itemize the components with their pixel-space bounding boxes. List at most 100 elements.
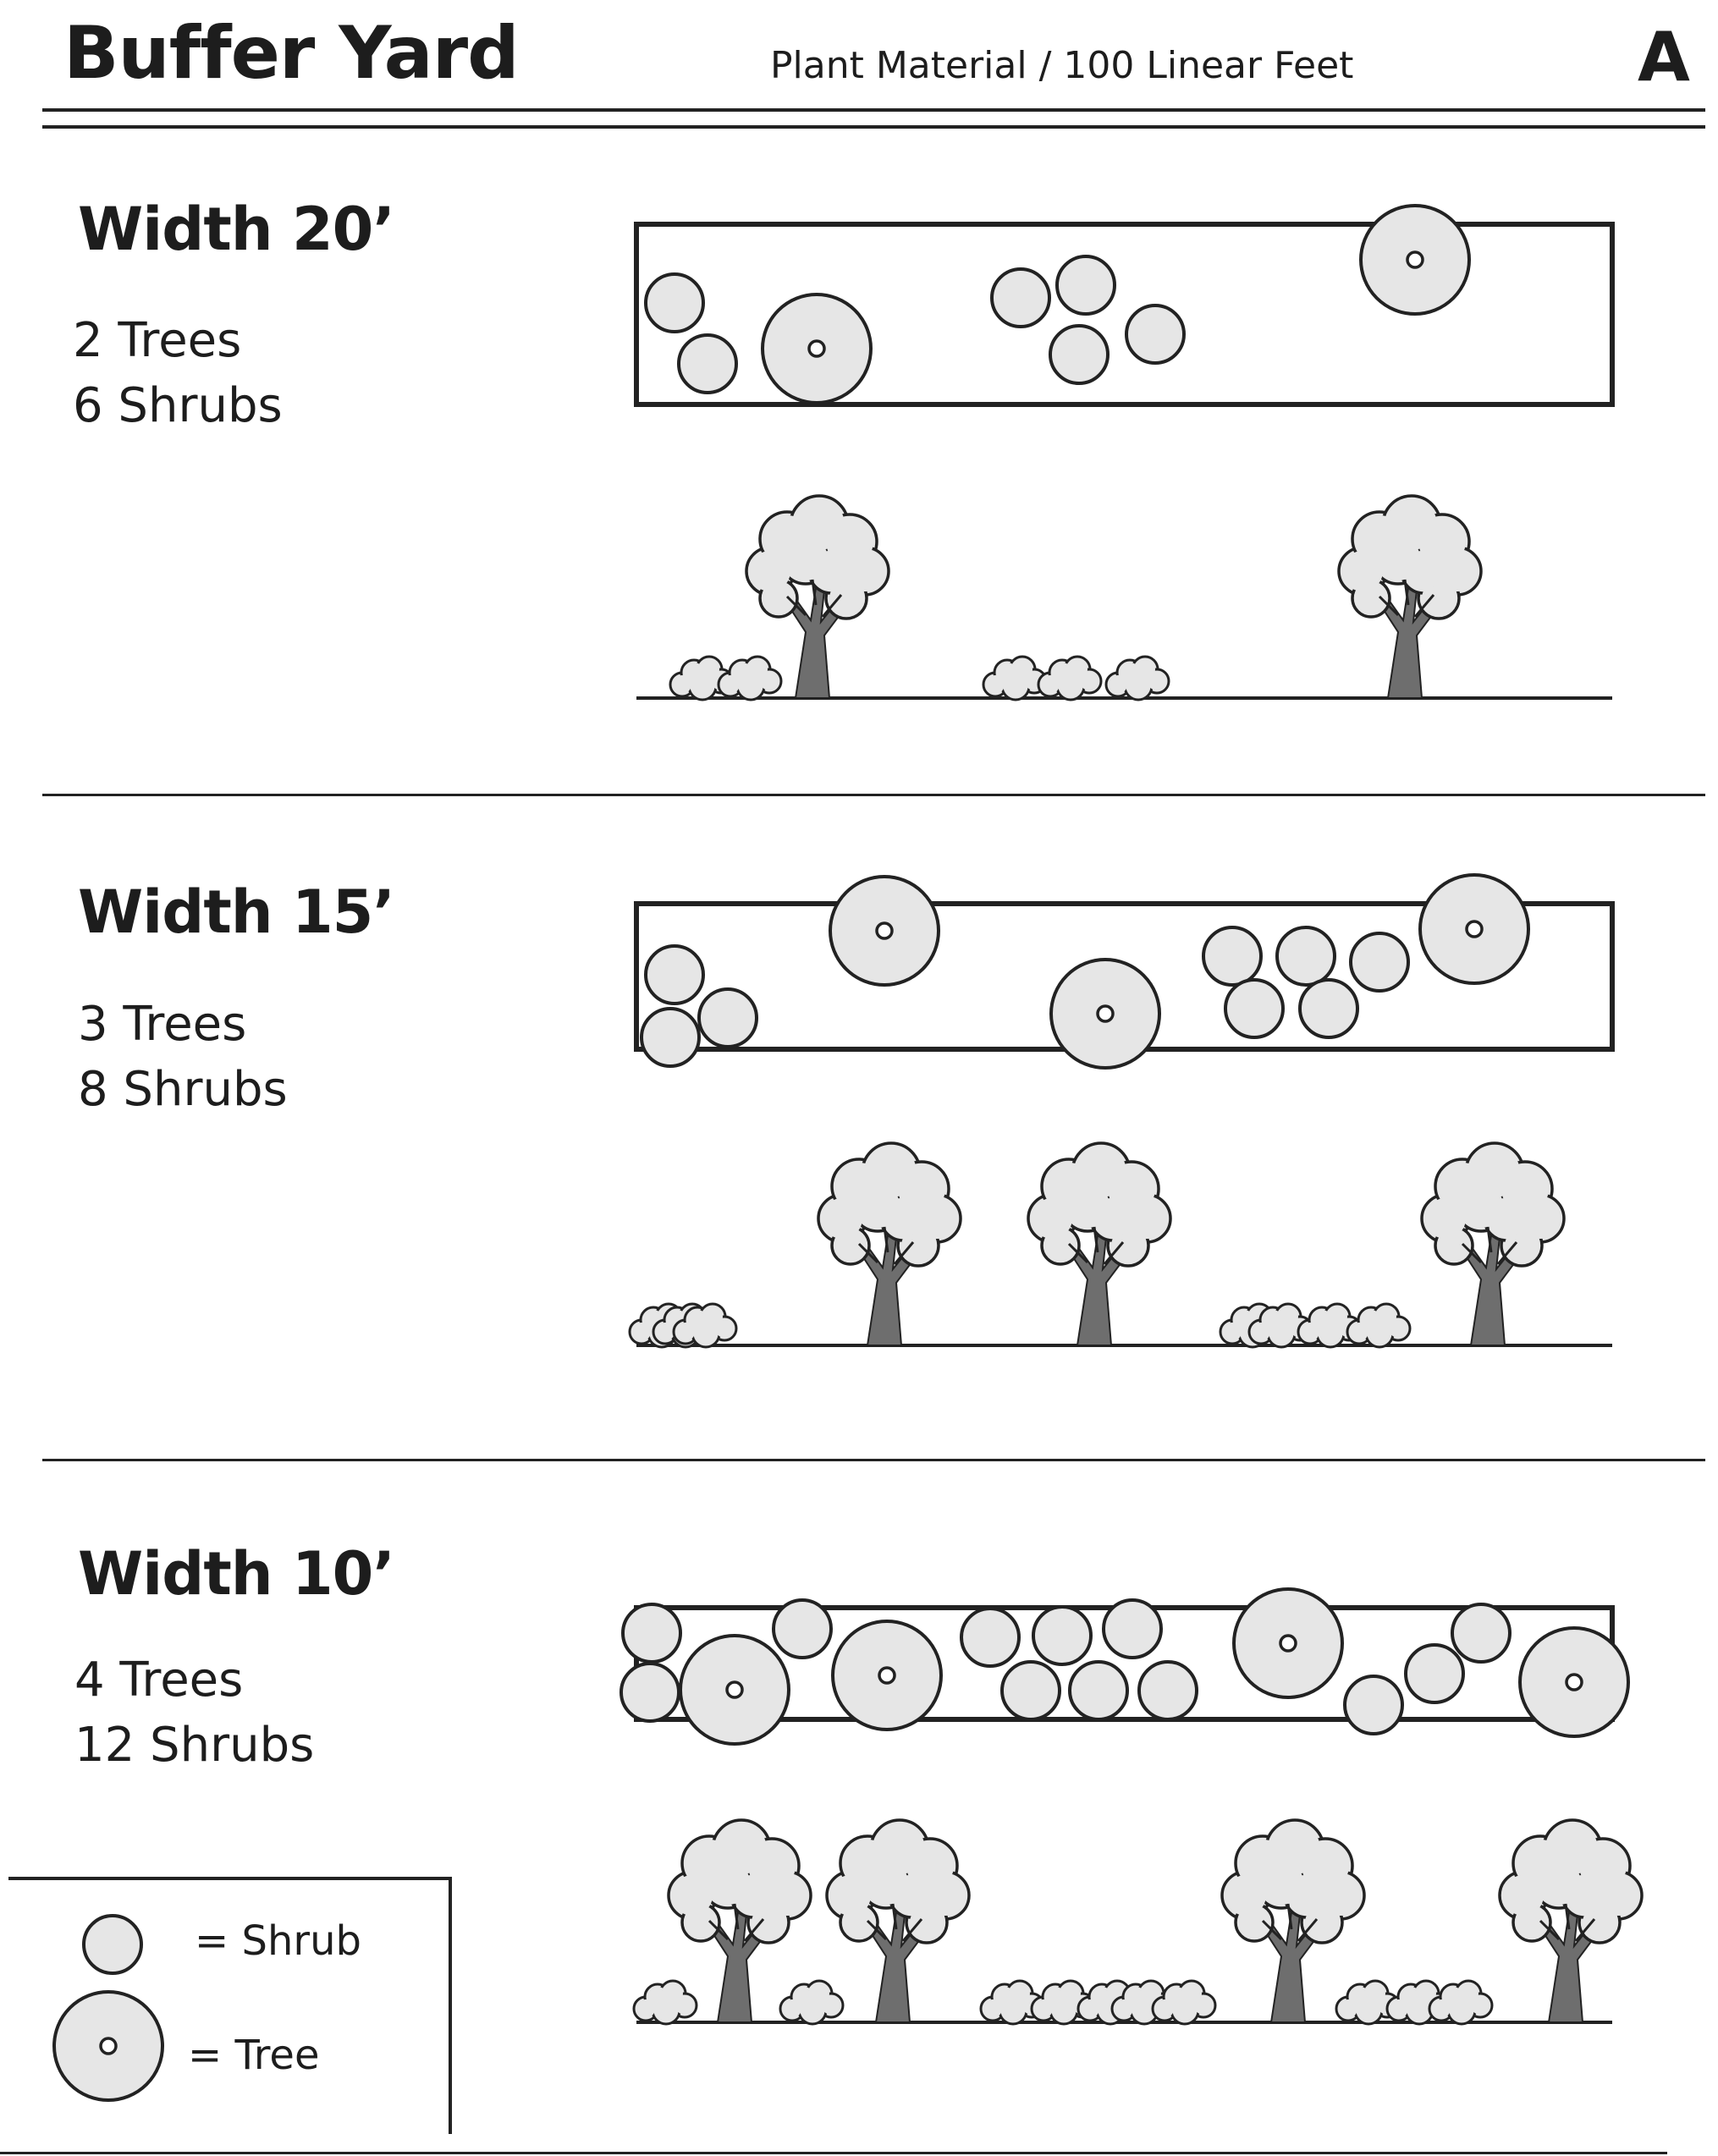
- tree-crown-fill: [686, 1907, 716, 1938]
- shrub-symbol-icon: [640, 1007, 701, 1068]
- shrub-symbol-icon: [1202, 926, 1263, 987]
- tree-crown-fill: [1520, 1198, 1561, 1239]
- shrub-fill: [1194, 1996, 1213, 2015]
- tree-branches: [1067, 1226, 1125, 1265]
- shrub-symbol-icon: [644, 272, 705, 333]
- section-10-heading: Width 10’: [78, 1539, 395, 1609]
- tree-crown-fill: [1422, 581, 1456, 615]
- page-title: Buffer Yard: [63, 11, 520, 96]
- tree-elevation-icon: [667, 1818, 812, 2023]
- shrub-fill: [1010, 1983, 1030, 2004]
- shrub-symbol-icon: [1068, 1660, 1129, 1721]
- tree-elevation-icon: [825, 1818, 971, 2023]
- tree-crown-fill: [1126, 1198, 1167, 1239]
- shrub-fill: [1270, 1323, 1292, 1345]
- shrub-elevation-icon: [1247, 1302, 1313, 1349]
- shrub-fill: [655, 1999, 677, 2021]
- tree-crown-fill: [893, 1877, 930, 1914]
- page-letter: A: [1638, 18, 1690, 96]
- shrub-symbol-icon: [644, 944, 705, 1005]
- tree-crown-fill: [1320, 1875, 1361, 1916]
- tree-crown-fill: [1598, 1875, 1638, 1916]
- legend-box: [8, 1877, 452, 2134]
- shrub-symbol-icon: [1125, 304, 1186, 365]
- tree-elevation-icon: [1220, 1818, 1366, 2023]
- tree-symbol-icon: [761, 293, 873, 404]
- shrub-symbol-icon: [1404, 1643, 1465, 1704]
- tree-crown-fill: [884, 1200, 922, 1237]
- shrub-elevation-icon: [669, 655, 735, 701]
- shrub-fill: [1223, 1323, 1242, 1341]
- shrub-fill: [1041, 675, 1060, 694]
- shrub-elevation-icon: [982, 655, 1048, 701]
- shrub-fill: [1012, 659, 1032, 679]
- shrub-fill: [695, 1323, 717, 1345]
- shrub-fill: [1339, 1999, 1357, 2018]
- shrub-fill: [1471, 1996, 1489, 2015]
- tree-crown-fill: [901, 1229, 935, 1262]
- shrub-fill: [1357, 1999, 1379, 2021]
- shrub-fill: [676, 1323, 695, 1341]
- section-20-heading: Width 20’: [78, 195, 395, 264]
- tree-crown-fill: [1045, 1230, 1076, 1261]
- section-divider-1: [42, 794, 1705, 796]
- shrub-fill: [1390, 1999, 1408, 2018]
- shrub-fill: [1141, 1983, 1161, 2004]
- shrub-fill: [1002, 1999, 1024, 2021]
- tree-crown-fill: [735, 1877, 772, 1914]
- shrub-fill: [1432, 1999, 1451, 2018]
- tree-crown-fill: [1437, 551, 1478, 591]
- shrub-fill: [1368, 1323, 1390, 1345]
- shrub-fill: [1278, 1306, 1298, 1327]
- shrub-fill: [1109, 675, 1127, 694]
- shrub-fill: [1327, 1306, 1347, 1327]
- tree-center: [878, 1666, 896, 1685]
- tree-elevation-icon: [1498, 1818, 1644, 2023]
- section-divider-2: [42, 1459, 1705, 1461]
- tree-crown-fill: [925, 1875, 966, 1916]
- shrub-symbol-icon: [1349, 932, 1410, 993]
- tree-crown-fill: [767, 1875, 807, 1916]
- shrub-symbol-icon: [82, 1914, 143, 1975]
- tree-crown-fill: [835, 1230, 866, 1261]
- tree-center: [875, 921, 894, 940]
- tree-center: [1565, 1673, 1583, 1691]
- tree-crown-fill: [752, 1906, 785, 1939]
- legend-shrub-label: = Shrub: [195, 1917, 361, 1965]
- shrub-fill: [1252, 1323, 1270, 1341]
- shrub-elevation-icon: [1104, 655, 1170, 701]
- shrub-fill: [822, 1996, 840, 2015]
- tree-center: [1279, 1634, 1297, 1653]
- shrub-fill: [1181, 1983, 1202, 2004]
- shrub-fill: [1416, 1983, 1436, 2004]
- shrub-fill: [721, 675, 740, 694]
- shrub-fill: [1389, 1319, 1407, 1338]
- shrub-symbol-icon: [621, 1603, 682, 1664]
- tree-crown-fill: [812, 553, 850, 590]
- footer-rule: [0, 2152, 1667, 2154]
- tree-center: [1406, 250, 1424, 269]
- tree-branches: [1261, 1903, 1319, 1942]
- tree-crown-fill: [1517, 1907, 1547, 1938]
- tree-branches: [866, 1903, 923, 1942]
- shrub-fill: [760, 672, 779, 690]
- shrub-symbol-icon: [1137, 1660, 1198, 1721]
- shrub-elevation-icon: [1428, 1979, 1494, 2026]
- shrub-fill: [986, 675, 1005, 694]
- shrub-symbol-icon: [990, 267, 1051, 328]
- tree-crown-fill: [1356, 583, 1386, 613]
- tree-center: [1096, 1004, 1115, 1023]
- shrub-fill: [715, 1319, 734, 1338]
- shrub-elevation-icon: [1346, 1302, 1412, 1349]
- tree-crown-fill: [1305, 1906, 1339, 1939]
- shrub-fill: [1301, 1323, 1319, 1341]
- section-15-heading: Width 15’: [78, 877, 395, 947]
- shrub-fill: [1458, 1983, 1478, 2004]
- shrub-fill: [1034, 1999, 1053, 2018]
- tree-crown-fill: [910, 1906, 944, 1939]
- shrub-fill: [740, 675, 762, 697]
- shrub-fill: [1350, 1323, 1368, 1341]
- shrub-elevation-icon: [632, 1979, 698, 2026]
- tree-crown-fill: [1439, 1230, 1469, 1261]
- shrub-symbol-icon: [1298, 978, 1359, 1039]
